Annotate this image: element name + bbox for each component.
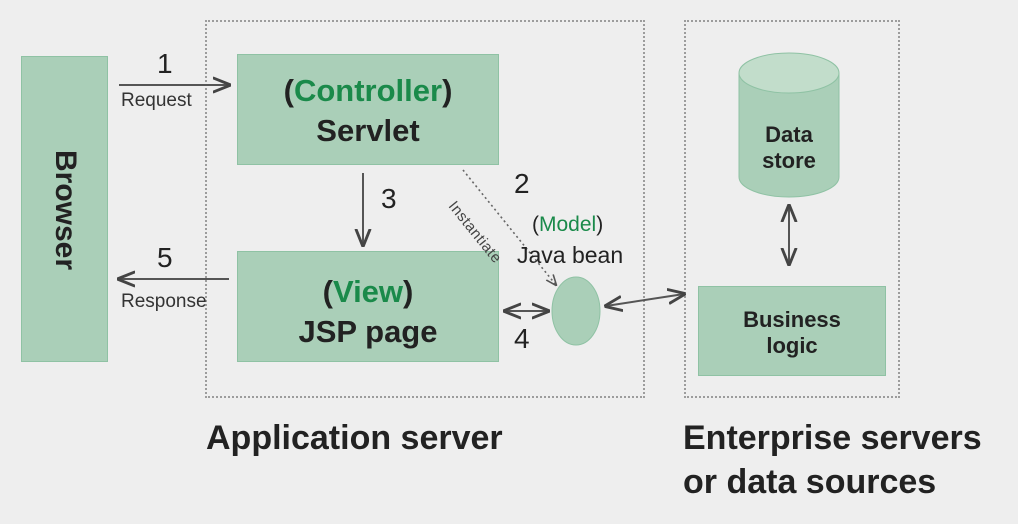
application-server-container [205, 20, 645, 398]
model-role-line: (Model) [532, 213, 604, 236]
request-label: Request [121, 90, 192, 111]
data-store-label-line2: store [762, 148, 816, 173]
business-logic-line1: Business [743, 307, 841, 332]
controller-role: Controller [293, 73, 443, 108]
enterprise-label-line1: Enterprise servers [683, 419, 982, 457]
java-bean-ellipse [551, 276, 601, 346]
application-server-label: Application server [206, 419, 503, 457]
bean-enterprise-arrow [606, 294, 684, 306]
view-jsp-box: (View) JSP page [237, 251, 499, 362]
jsp-page-label: JSP page [298, 314, 438, 349]
model-role: Model [539, 213, 597, 236]
servlet-label: Servlet [316, 113, 420, 148]
business-logic-box: Business logic [698, 286, 886, 376]
business-logic-line2: logic [766, 333, 818, 358]
enterprise-container [684, 20, 900, 398]
data-store-cylinder [738, 52, 840, 198]
step-5-number: 5 [157, 242, 173, 273]
step-2-number: 2 [514, 168, 530, 199]
step-3-number: 3 [381, 183, 397, 214]
step-4-number: 4 [514, 323, 530, 354]
response-label: Response [121, 291, 207, 312]
controller-servlet-box: (Controller) Servlet [237, 54, 499, 165]
browser-box: Browser [21, 56, 108, 362]
view-role: View [332, 274, 404, 309]
java-bean-label: Java bean [517, 242, 624, 268]
enterprise-label-line2: or data sources [683, 463, 937, 501]
view-role-line: (View) [322, 274, 414, 309]
controller-role-line: (Controller) [283, 73, 453, 108]
data-store-label-line1: Data [765, 122, 813, 147]
step-1-number: 1 [157, 48, 173, 79]
